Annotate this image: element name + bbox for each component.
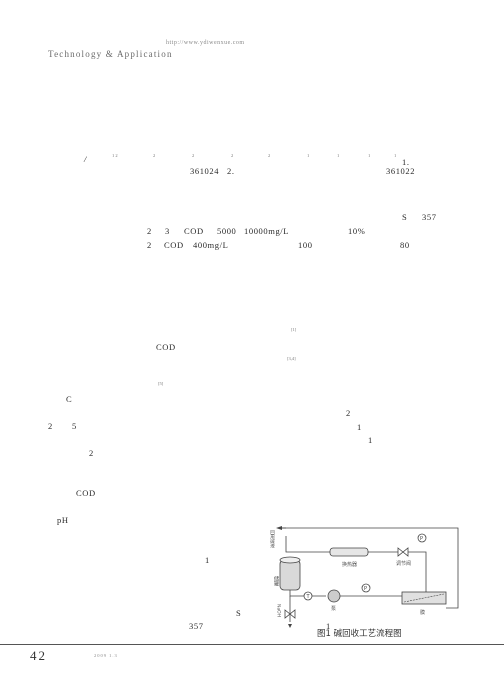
pump [327,589,341,603]
abstract-l2-b: 3 [165,226,170,236]
author-sup-7: 1 [337,153,340,158]
abstract-l3-n2: 80 [400,240,410,250]
abstract-l3-cod: COD [164,240,184,250]
membrane-filter [401,591,447,605]
gauge-p-bottom: P [364,586,367,592]
body-s: S [236,608,242,618]
body-2c: 2 [89,448,94,458]
pump-label: 泵 [331,606,336,612]
abstract-l3-n1: 100 [298,240,313,250]
valve-label: 调节阀 [396,560,411,567]
control-valve [397,547,409,557]
body-c: C [66,394,73,404]
journal-header: Technology & Application [48,49,173,59]
gauge-p-top: P [420,536,423,542]
affil-postcode-2: 361022 [386,166,416,176]
author-slash: / [84,154,87,164]
page-number: 42 [30,648,47,663]
author-sup-8: 1 [368,153,371,158]
return-arrow [276,526,282,530]
body-2a: 2 [346,408,351,418]
author-sup-6: 1 [307,153,310,158]
pipe-valve-filter [408,551,427,598]
body-1c: 1 [205,555,210,565]
ref-2: [3,4] [287,356,296,361]
abstract-357: 357 [422,212,437,222]
flow-meter [303,591,313,601]
outlet-label: 回用碱液 [270,530,275,550]
abstract-l2-pct: 10% [348,226,366,236]
header-url: http://www.ydiwenxue.com [166,40,245,46]
membrane-line [403,593,445,603]
storage-tank [279,559,301,591]
return-line [278,527,459,609]
drain-arrow [288,624,292,628]
author-sup-2: 2 [153,153,156,158]
body-1a: 1 [357,422,362,432]
abstract-l3-v: 400mg/L [193,240,229,250]
abstract-l2-r2: 10000mg/L [244,226,290,236]
author-sup-3: 2 [192,153,195,158]
abstract-l2-r1: 5000 [217,226,237,236]
body-cod-2: COD [76,488,96,498]
author-sup-5: 2 [268,153,271,158]
author-sup-4: 2 [231,153,234,158]
body-ph: pH [57,515,69,525]
author-sup-1: 1 2 [112,153,118,158]
tank-top [279,556,301,564]
affil-num-1: 1. [402,157,410,167]
pressure-gauge-top [417,533,427,543]
affil-num-2: 2. [227,166,235,176]
author-sup-9: 1 [394,153,397,158]
footer-meta: 2009 1.3 [94,653,118,658]
inlet-label: NaOH [276,604,282,617]
tank-label: 储罐 [273,575,279,587]
footer-rule [0,644,504,645]
affil-postcode-1: 361024 [190,166,220,176]
body-1d: 1 [326,621,331,631]
process-flow-diagram: 储罐 换热器 调节阀 P P T 泵 膜 回用碱液 NaOH [270,526,459,628]
body-cod-1: COD [156,342,176,352]
drain-valve [284,609,296,619]
abstract-l3-a: 2 [147,240,152,250]
process-flow-figure: 储罐 换热器 调节阀 P P T 泵 膜 回用碱液 NaOH [264,526,464,644]
body-1b: 1 [368,435,373,445]
pressure-gauge-bottom [361,583,371,593]
ref-3: [5] [158,381,164,386]
flow-meter-label: T [306,594,311,600]
filter-label: 膜 [420,609,425,616]
body-357: 357 [189,621,204,631]
body-5: 5 [72,421,77,431]
heat-exchanger [329,547,369,557]
abstract-s: S [402,212,408,222]
heat-exchanger-label: 换热器 [342,561,357,568]
figure-caption: 图1 碱回收工艺流程图 [317,629,402,639]
abstract-l2-a: 2 [147,226,152,236]
ref-1: [1] [291,327,297,332]
abstract-l2-cod: COD [184,226,204,236]
pipe-top [285,536,330,553]
body-2b: 2 [48,421,53,431]
